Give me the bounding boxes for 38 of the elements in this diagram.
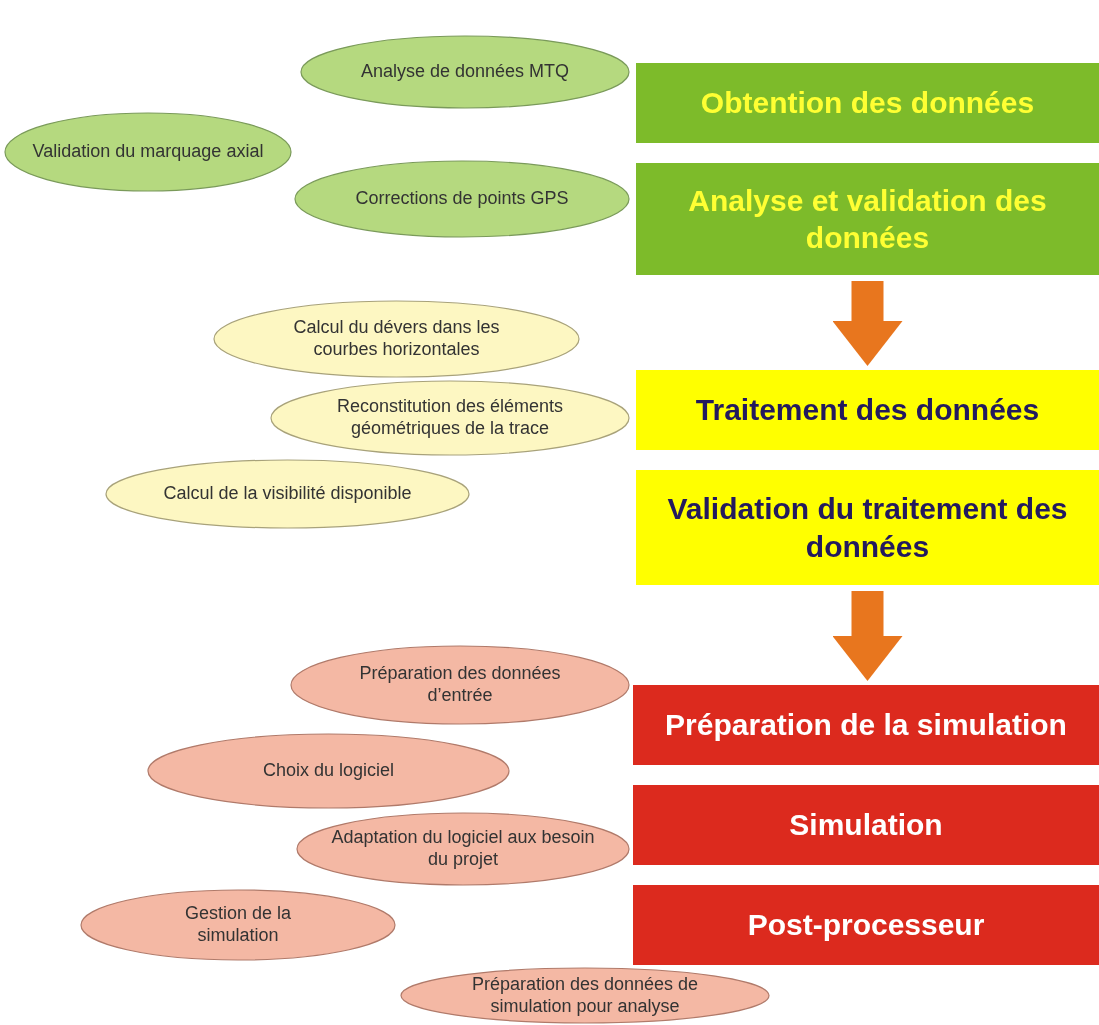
stage-title: Préparation de la simulation xyxy=(665,707,1067,744)
stage-title: Post-processeur xyxy=(747,907,985,944)
task-label: Reconstitution des éléments géométriques de la trace xyxy=(335,396,565,440)
task-ellipse xyxy=(213,300,580,378)
stage-title: Analyse et validation des données xyxy=(687,182,1048,256)
task-ellipse xyxy=(300,35,630,109)
stage-box xyxy=(633,885,1099,965)
task-ellipse xyxy=(400,967,770,1024)
task-label: Calcul du dévers dans les courbes horizontales xyxy=(292,317,501,361)
task-label: Adaptation du logiciel aux besoin du projet xyxy=(330,827,596,871)
stage-title: Validation du traitement des données xyxy=(666,491,1069,565)
task-ellipse xyxy=(80,889,396,961)
task-label: Calcul de la visibilité disponible xyxy=(163,483,412,505)
task-ellipse xyxy=(270,380,630,456)
task-label: Validation du marquage axial xyxy=(32,141,264,163)
stage-title: Simulation xyxy=(789,807,943,844)
block-arrow xyxy=(832,591,903,681)
stage-box xyxy=(636,63,1099,143)
stage-box xyxy=(636,470,1099,585)
task-ellipse xyxy=(294,160,630,238)
task-ellipse xyxy=(296,812,630,886)
stage-box xyxy=(636,163,1099,275)
task-label: Préparation des données d’entrée xyxy=(358,663,562,707)
task-ellipse xyxy=(147,733,510,809)
task-label: Préparation des données de simulation pour analyse xyxy=(470,973,700,1018)
stage-box xyxy=(633,685,1099,765)
task-label: Corrections de points GPS xyxy=(355,188,569,210)
task-label: Analyse de données MTQ xyxy=(360,61,570,83)
task-label: Choix du logiciel xyxy=(262,760,395,782)
task-label: Gestion de la simulation xyxy=(183,903,293,947)
task-ellipse xyxy=(105,459,470,529)
stage-title: Obtention des données xyxy=(700,85,1035,122)
stage-title: Traitement des données xyxy=(695,392,1040,429)
stage-box xyxy=(636,370,1099,450)
block-arrow xyxy=(832,281,903,366)
task-ellipse xyxy=(4,112,292,192)
stage-box xyxy=(633,785,1099,865)
task-ellipse xyxy=(290,645,630,725)
